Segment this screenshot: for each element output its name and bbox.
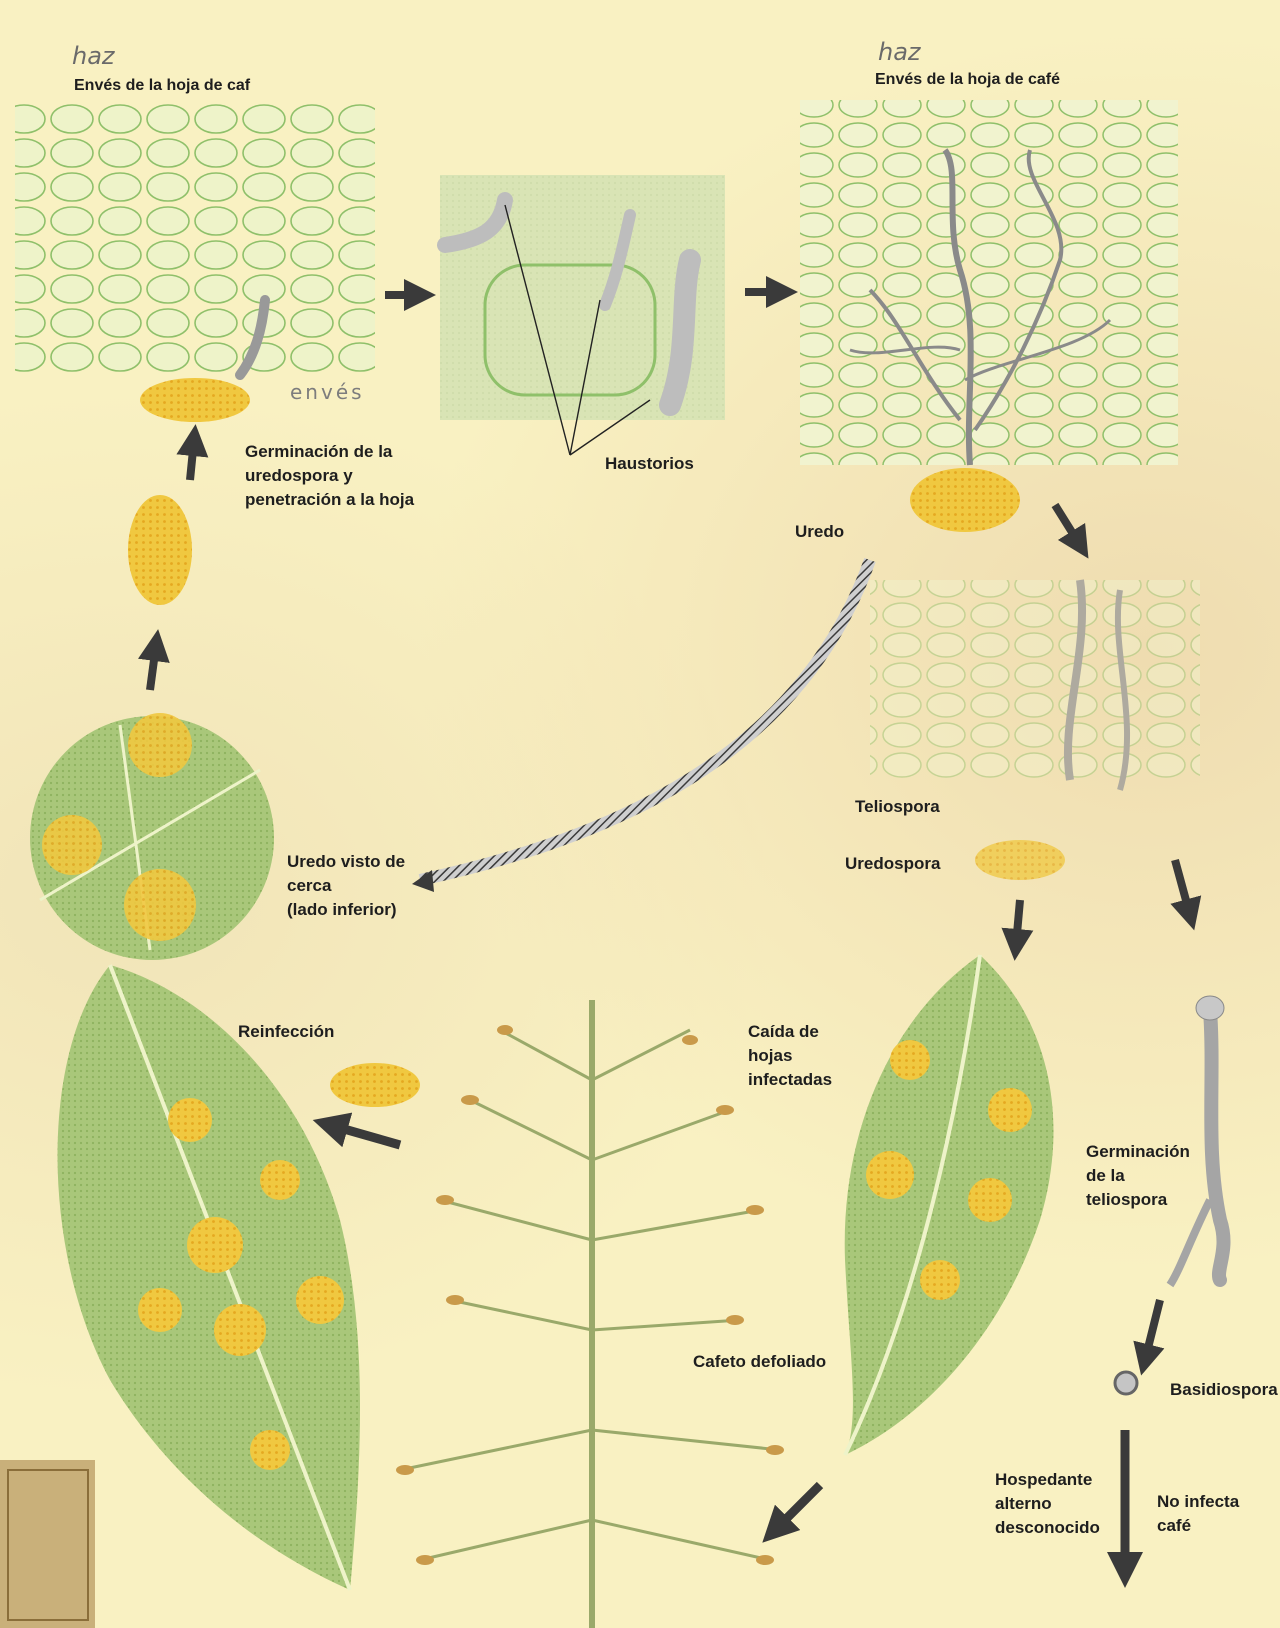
leaf-cross-section-right	[800, 100, 1178, 532]
uredo-label: Uredo	[795, 520, 844, 544]
uredospora-spore	[975, 840, 1065, 880]
leaf-cross-section-left	[15, 100, 375, 422]
germinacion-teliospora-label: Germinación de la teliospora	[1086, 1140, 1190, 1212]
no-infecta-label: No infecta café	[1157, 1490, 1239, 1538]
cafeto-defoliado-label: Cafeto defoliado	[693, 1350, 826, 1374]
haustorios-label: Haustorios	[605, 452, 694, 476]
basidiospore	[1115, 1372, 1137, 1394]
uredo-pustule	[910, 468, 1020, 532]
defoliated-coffee-plant	[396, 1000, 784, 1628]
stamp-corner	[0, 1460, 95, 1628]
uredospora-label: Uredospora	[845, 852, 940, 876]
infected-leaf-left	[58, 965, 361, 1590]
uredospora-chain	[128, 495, 192, 605]
teliospora-label: Teliospora	[855, 795, 940, 819]
handwritten-haz-left: haz	[72, 42, 115, 70]
uredo-closeup-circle	[30, 713, 274, 960]
haustoria-closeup	[440, 175, 725, 455]
caida-hojas-label: Caída de hojas infectadas	[748, 1020, 832, 1092]
germinating-uredospora	[140, 378, 250, 422]
reinfection-spore	[330, 1063, 420, 1107]
enves-label-right: Envés de la hoja de café	[875, 68, 1060, 92]
handwritten-haz-right: haz	[878, 38, 921, 66]
handwritten-enves: envés	[290, 380, 365, 404]
germinacion-uredospora-label: Germinación de la uredospora y penetraci…	[245, 440, 414, 512]
hospedante-label: Hospedante alterno desconocido	[995, 1468, 1100, 1540]
uredo-visto-label: Uredo visto de cerca (lado inferior)	[287, 850, 405, 922]
reinfeccion-label: Reinfección	[238, 1020, 334, 1044]
infected-leaf-right	[845, 955, 1054, 1455]
teliospora-section	[870, 580, 1200, 880]
basidiospora-label: Basidiospora	[1170, 1378, 1278, 1402]
enves-label-left: Envés de la hoja de caf	[74, 74, 250, 98]
